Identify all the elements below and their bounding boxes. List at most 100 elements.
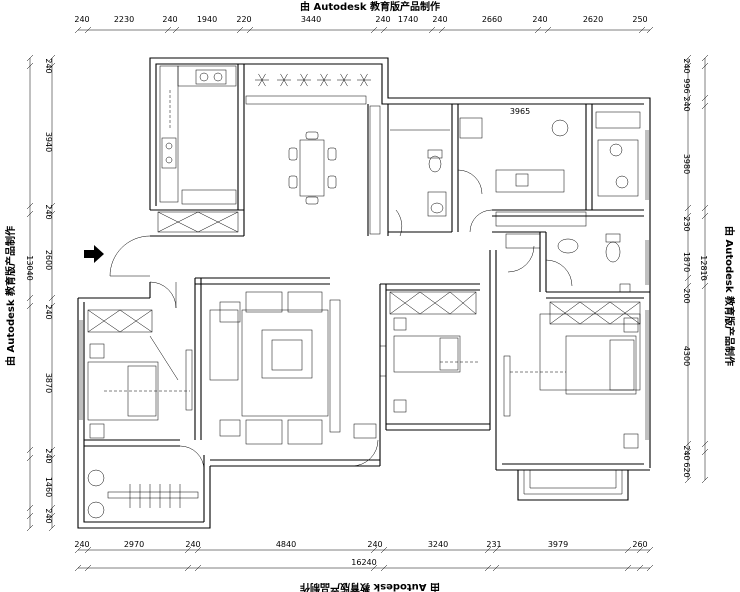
plant-icon (343, 79, 348, 87)
dim-top-1: 2230 (114, 15, 134, 24)
plant-icon (280, 79, 285, 87)
dim-tick (684, 274, 692, 282)
dim-tick (194, 564, 202, 572)
dim-tick (48, 302, 56, 310)
dim-tick (26, 512, 34, 520)
left-bedroom (87, 309, 199, 519)
dim-left-4: 240 (44, 304, 53, 319)
dim-tick (172, 26, 180, 34)
left-dimensions: 240 3940 240 2600 240 3870 240 1460 240 … (25, 58, 53, 523)
dim-tick (684, 448, 692, 456)
dim-tick (638, 26, 646, 34)
dim-tick (48, 54, 56, 62)
study: 3965 (459, 107, 641, 227)
dim-left-total: 13040 (25, 255, 34, 280)
dim-bottom-7: 3979 (548, 540, 568, 549)
dim-tick (26, 524, 34, 532)
living-room (209, 291, 377, 445)
plant-icon (258, 73, 263, 81)
plant-icon (363, 79, 368, 87)
dim-left-6: 240 (44, 448, 53, 463)
dim-tick (380, 546, 388, 554)
dim-tick (636, 564, 644, 572)
dim-tick (684, 54, 692, 62)
dim-top-4: 220 (236, 15, 251, 24)
dim-tick (684, 62, 692, 70)
dim-bottom-1: 2970 (124, 540, 144, 549)
dim-tick (26, 202, 34, 210)
dim-tick (26, 302, 34, 310)
dim-tick (701, 204, 709, 212)
dim-tick (48, 62, 56, 70)
dim-bottom-2: 240 (185, 540, 200, 549)
dim-right-3: 3980 (682, 154, 691, 174)
dim-tick (370, 546, 378, 554)
dim-bottom-0: 240 (74, 540, 89, 549)
dim-tick (184, 546, 192, 554)
dim-tick (48, 504, 56, 512)
dim-top-10: 240 (532, 15, 547, 24)
plant-icon (303, 73, 308, 81)
dim-left-5: 3870 (44, 373, 53, 393)
dim-tick (624, 564, 632, 572)
dim-tick (26, 454, 34, 462)
dim-top-2: 240 (162, 15, 177, 24)
plant-icon (323, 73, 328, 81)
right-bedroom (503, 301, 641, 449)
dim-tick (684, 282, 692, 290)
dim-tick (684, 204, 692, 212)
dim-tick (48, 512, 56, 520)
dim-tick (684, 476, 692, 484)
dim-bottom-8: 260 (632, 540, 647, 549)
doors (109, 169, 573, 471)
dim-tick (48, 524, 56, 532)
dim-tick (646, 546, 654, 554)
dim-tick (26, 294, 34, 302)
dim-tick (48, 294, 56, 302)
dim-right-total: 12810 (699, 255, 708, 280)
dim-bottom-6: 231 (486, 540, 501, 549)
dim-tick (26, 210, 34, 218)
plant-icon (320, 79, 325, 87)
dim-tick (48, 210, 56, 218)
dim-top-0: 240 (74, 15, 89, 24)
kitchen (157, 65, 239, 233)
dim-tick (684, 440, 692, 448)
plant-icon (300, 73, 305, 81)
plant-icon (300, 79, 305, 87)
dim-top-7: 1740 (398, 15, 418, 24)
dim-bottom-4: 240 (367, 540, 382, 549)
dim-right-8: 240 (682, 445, 691, 460)
dim-tick (26, 504, 34, 512)
dim-left-8: 240 (44, 508, 53, 523)
plant-icon (340, 79, 345, 87)
dim-left-3: 2600 (44, 250, 53, 270)
dim-tick (646, 26, 654, 34)
dim-tick (246, 26, 254, 34)
plant-icon (343, 73, 348, 81)
dim-right-5: 1870 (682, 252, 691, 272)
dim-tick (492, 546, 500, 554)
dim-tick (544, 26, 552, 34)
plant-icon (303, 79, 308, 87)
dim-top-11: 2620 (583, 15, 603, 24)
dim-tick (701, 476, 709, 484)
dim-tick (184, 564, 192, 572)
dim-left-7: 1460 (44, 477, 53, 497)
dim-tick (164, 26, 172, 34)
dim-tick (74, 26, 82, 34)
dim-tick (492, 564, 500, 572)
dim-tick (646, 564, 654, 572)
dim-top-3: 1940 (197, 15, 217, 24)
right-dimensions: 240 996 240 3980 230 1870 200 4300 240 6… (682, 58, 708, 477)
dim-tick (701, 62, 709, 70)
plant-icon (360, 73, 365, 81)
center-bedroom (379, 291, 480, 413)
dim-tick (701, 54, 709, 62)
dim-tick (484, 546, 492, 554)
bathroom-lower (505, 233, 631, 293)
bathroom-upper (390, 129, 450, 217)
dim-tick (701, 440, 709, 448)
